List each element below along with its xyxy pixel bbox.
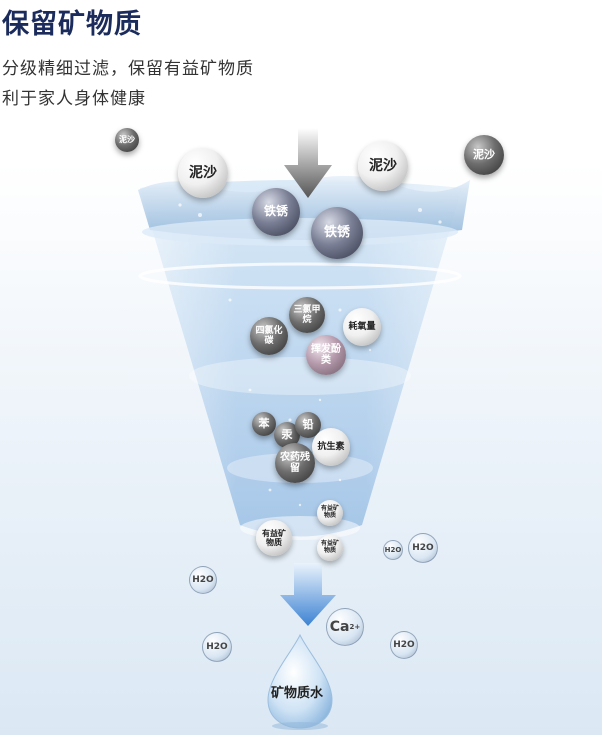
h2o-bubble: H2O (202, 632, 232, 662)
beneficial-minerals-particle: 有益矿物质 (317, 535, 343, 561)
rust-particle-2: 铁锈 (311, 207, 363, 259)
h2o-bubble: H2O (189, 566, 217, 594)
trichloromethane-particle: 三氯甲烷 (289, 297, 325, 333)
calcium-charge: 2+ (349, 623, 361, 631)
subtitle-line-2: 利于家人身体健康 (2, 89, 146, 109)
mud-particle-right: 泥沙 (358, 141, 408, 191)
oxygen-consuming-particle: 耗氧量 (343, 308, 381, 346)
arrow-down-icon (280, 563, 336, 626)
filter-ring-2 (189, 357, 411, 395)
mineral-water-label: 矿物质水 (271, 686, 324, 701)
ccl4-particle: 四氯化碳 (250, 317, 288, 355)
pesticide-residue-particle: 农药残留 (275, 443, 315, 483)
mud-particle-left: 泥沙 (178, 148, 228, 198)
h2o-bubble: H2O (383, 540, 403, 560)
antibiotics-particle: 抗生素 (312, 428, 350, 466)
volatile-phenols-particle: 挥发酚类 (306, 335, 346, 375)
beneficial-minerals-particle: 有益矿物质 (317, 500, 343, 526)
filter-ring-1 (138, 262, 462, 290)
rust-particle-1: 铁锈 (252, 188, 300, 236)
subtitle-line-1: 分级精细过滤，保留有益矿物质 (2, 59, 254, 79)
h2o-bubble: H2O (408, 533, 438, 563)
mud-particle-small: 泥沙 (115, 128, 139, 152)
calcium-symbol: Ca (329, 619, 350, 635)
benzene-particle: 苯 (252, 412, 276, 436)
h2o-bubble: H2O (390, 631, 418, 659)
mud-particle-far-right: 泥沙 (464, 135, 504, 175)
page-title: 保留矿物质 (2, 9, 142, 40)
arrow-down-icon (284, 128, 332, 198)
beneficial-minerals-particle: 有益矿物质 (256, 520, 292, 556)
